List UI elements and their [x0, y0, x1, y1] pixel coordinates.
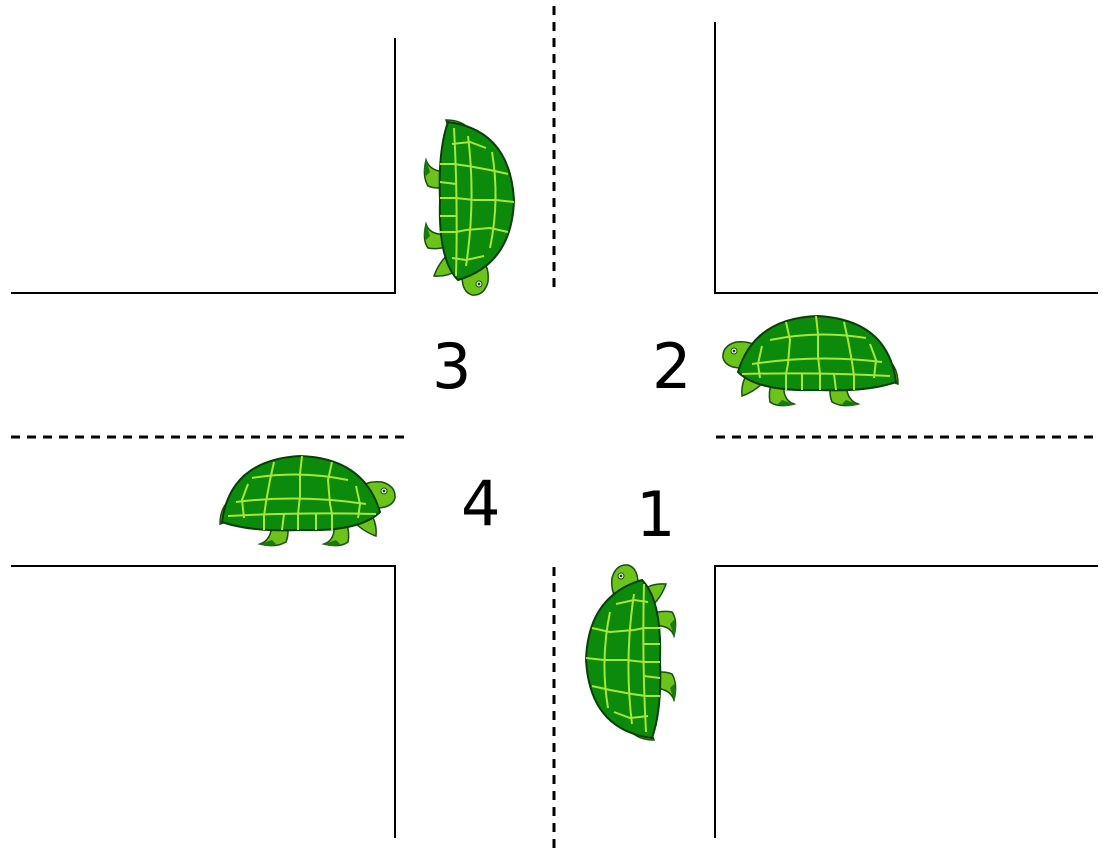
quadrant-label-3: 3	[432, 330, 472, 403]
quadrant-label-1: 1	[636, 478, 676, 551]
corner-top-left	[11, 38, 396, 294]
corner-bottom-right	[714, 565, 1098, 838]
turtle-west-facing	[721, 315, 899, 407]
turtle-east-facing	[219, 455, 397, 547]
corner-bottom-left	[11, 565, 396, 838]
quadrant-label-4: 4	[461, 467, 501, 540]
lane-dividers	[11, 6, 1098, 850]
road-edges	[11, 22, 1098, 838]
turtle-south-facing	[423, 119, 515, 297]
quadrant-label-2: 2	[652, 330, 692, 403]
corner-top-right	[714, 22, 1098, 294]
turtle-north-facing	[585, 563, 677, 741]
